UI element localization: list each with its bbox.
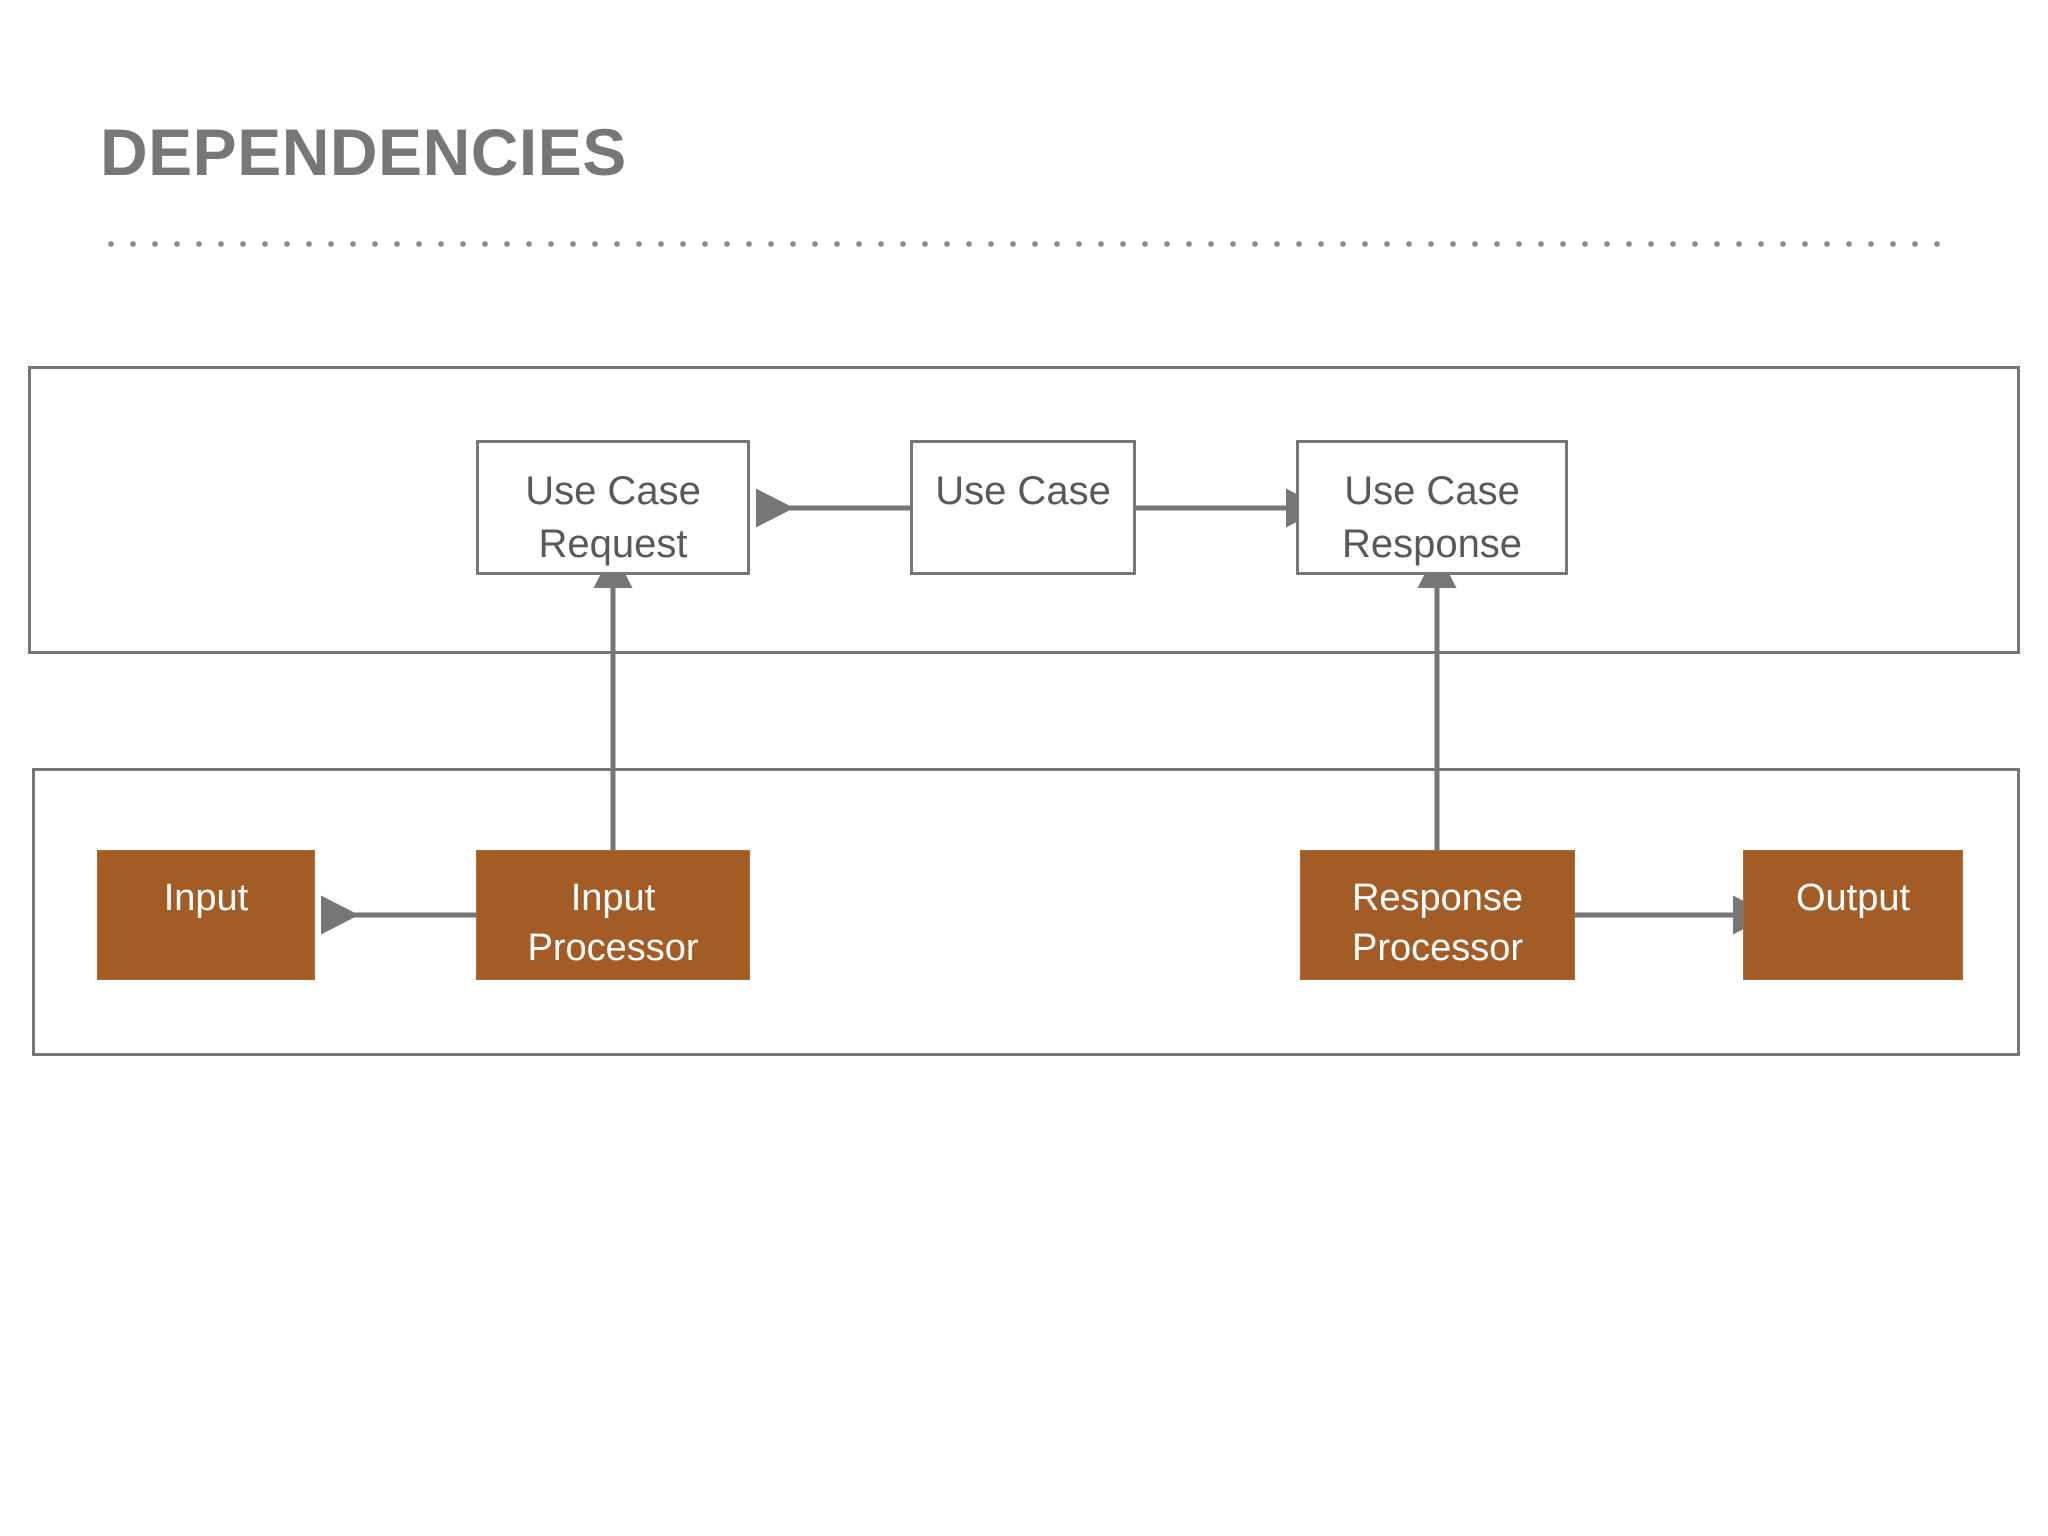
node-response-processor-line-2: Processor (1351, 927, 1524, 970)
node-input-processor[interactable]: Input Processor (476, 850, 750, 980)
node-input-processor-line-1: Input (570, 877, 656, 919)
node-response-processor[interactable]: Response Processor (1300, 850, 1575, 980)
node-use-case-response-line-2: Response (1341, 521, 1523, 566)
node-use-case-response[interactable]: Use Case Response (1296, 440, 1568, 575)
node-use-case-request[interactable]: Use Case Request (476, 440, 750, 575)
node-use-case-line-1: Use Case (935, 469, 1111, 513)
title-divider (100, 240, 1956, 248)
node-use-case[interactable]: Use Case (910, 440, 1136, 575)
node-use-case-request-line-2: Request (538, 521, 688, 566)
node-use-case-request-line-1: Use Case (525, 469, 701, 513)
node-use-case-response-line-1: Use Case (1344, 469, 1520, 513)
node-input-processor-line-2: Processor (527, 927, 699, 970)
processor-layer-container (32, 768, 2020, 1056)
node-response-processor-line-1: Response (1351, 877, 1524, 919)
use-case-layer-container (28, 366, 2020, 654)
node-output[interactable]: Output (1743, 850, 1963, 980)
node-input-line-1: Input (163, 877, 249, 919)
node-output-line-1: Output (1795, 877, 1911, 919)
page-title: DEPENDENCIES (100, 115, 627, 189)
node-input[interactable]: Input (97, 850, 315, 980)
